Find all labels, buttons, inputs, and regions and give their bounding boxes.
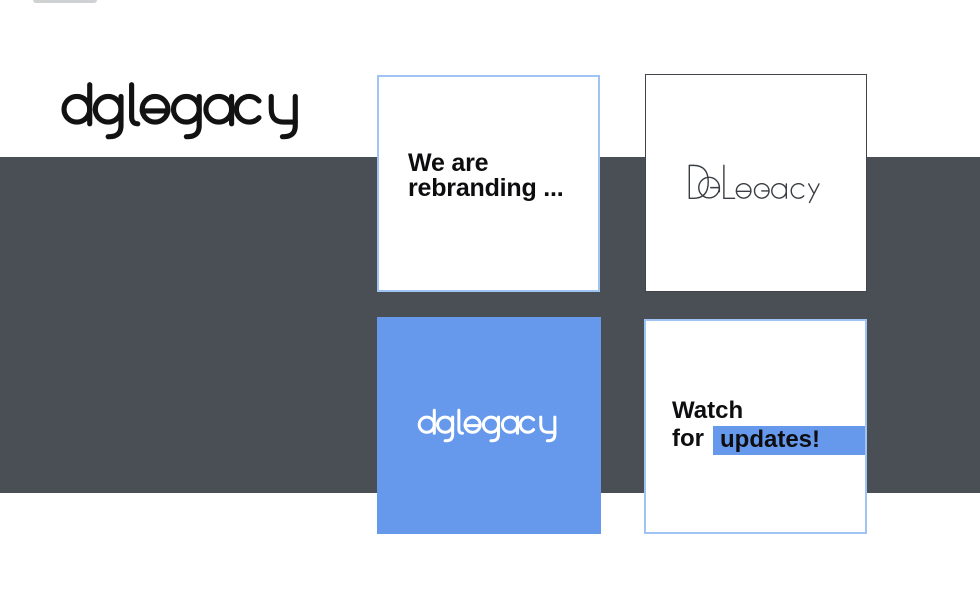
rebranding-line-1: We are [408,149,489,177]
dglegacy-monogram-logo [686,162,826,205]
card-blue-logo [377,317,601,534]
dglegacy-wordmark-icon [59,79,307,144]
card-watch-for-updates: Watch for updates! [644,319,867,534]
updates-line-1: Watch [672,397,744,424]
top-edge-artifact [33,0,97,3]
rebranding-announcement-text: We are rebranding ... [408,151,564,201]
dglegacy-wordmark-logo [59,79,307,144]
dglegacy-wordmark-icon [417,408,557,442]
rebranding-line-2: rebranding ... [408,174,564,202]
updates-announcement-text: Watch for updates! [672,398,865,455]
card-we-are-rebranding: We are rebranding ... [377,75,600,292]
updates-highlighted-text: updates! [713,426,865,455]
dglegacy-wordmark-logo-white [416,407,562,445]
updates-for-text: for [672,425,704,452]
dgl-monogram-icon [688,164,820,203]
card-new-logo [645,74,867,292]
updates-line-2: for updates! [672,426,865,455]
